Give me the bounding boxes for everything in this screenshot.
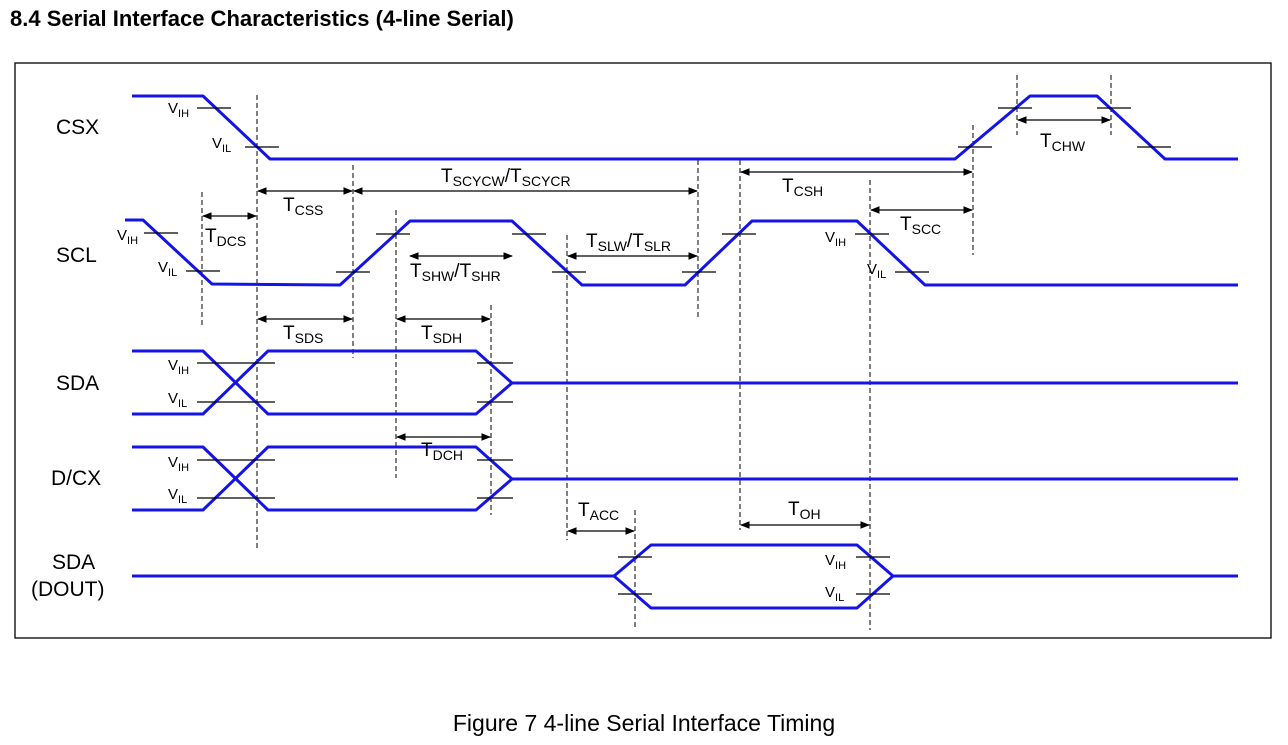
vil-label: VIL [158,259,177,279]
tshw-label: TSHW/TSHR [410,261,501,284]
dcx-waveform-high [132,445,1238,512]
toh-label: TOH [788,499,821,522]
vih-label: VIH [168,357,189,377]
signal-name-dout: SDA [52,551,95,574]
vil-label: VIL [212,135,231,155]
dout-signal [132,543,1238,610]
vih-label: VIH [825,229,846,249]
vih-label: VIH [117,227,138,247]
timing-diagram: CSX SCL SDA D/CX SDA (DOUT) VIH VIL VIH … [14,62,1272,639]
signal-name-csx: CSX [56,116,99,139]
tscyc-label: TSCYCW/TSCYCR [441,166,571,189]
timing-markers [201,75,1112,630]
scl-signal [125,218,1238,287]
vil-label: VIL [168,390,187,410]
diagram-frame [14,62,1272,639]
vil-label: VIL [825,584,844,604]
csx-signal [132,94,1238,161]
vih-label: VIH [825,552,846,572]
signal-name-scl: SCL [56,244,97,267]
timing-labels: TDCS TCSS TSCYCW/TSCYCR TCSH TCHW TSCC T… [205,131,1086,523]
vil-label: VIL [867,261,886,281]
tcsh-label: TCSH [782,176,823,199]
timing-arrows [202,116,1111,535]
tacc-label: TACC [578,500,619,523]
csx-waveform [132,94,1238,161]
sda-signal [132,349,1238,416]
tslw-label: TSLW/TSLR [586,231,671,254]
tcss-label: TCSS [283,195,323,218]
voltage-labels: VIH VIL VIH VIL VIH VIL VIH VIL VIH VIL … [117,100,886,604]
dout-waveform [132,543,1238,610]
scl-waveform [125,218,1238,287]
signal-names: CSX SCL SDA D/CX SDA (DOUT) [31,116,104,601]
sda-waveform-low [132,349,513,416]
vih-label: VIH [168,454,189,474]
tdch-label: TDCH [421,440,463,463]
dcx-signal [132,445,1238,512]
dcx-waveform-low [132,445,513,512]
tchw-label: TCHW [1040,131,1086,154]
signal-name-dcx: D/CX [51,467,101,490]
sda-waveform-high [132,349,1238,416]
tdcs-label: TDCS [205,226,246,249]
section-heading: 8.4 Serial Interface Characteristics (4-… [10,6,514,31]
figure-caption: Figure 7 4-line Serial Interface Timing [452,710,836,736]
tsdh-label: TSDH [421,323,462,346]
signal-name-dout: (DOUT) [31,578,104,601]
tsds-label: TSDS [283,323,323,346]
tscc-label: TSCC [900,214,941,237]
signal-name-sda: SDA [56,372,99,395]
vih-label: VIH [168,100,189,120]
vil-label: VIL [168,486,187,506]
